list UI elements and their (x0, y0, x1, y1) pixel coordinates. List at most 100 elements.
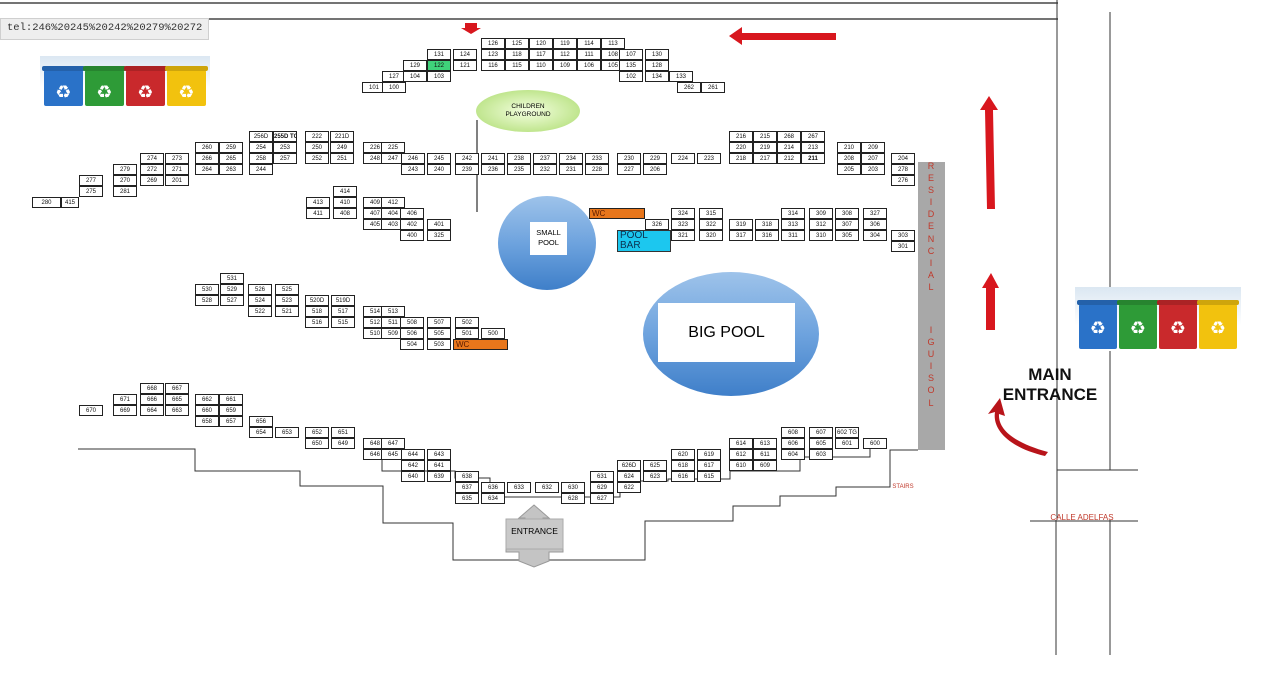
parking-spot: 641 (427, 460, 451, 471)
parking-spot: 220 (729, 142, 753, 153)
parking-spot: 301 (891, 241, 915, 252)
parking-spot: 242 (455, 153, 479, 164)
recycling-bins-right: ♻♻♻♻ (1075, 287, 1241, 351)
parking-spot: 276 (891, 175, 915, 186)
parking-spot: 201 (165, 175, 189, 186)
parking-spot: 624 (617, 471, 641, 482)
up-arrow-icon-1 (980, 96, 998, 209)
parking-spot: 322 (699, 219, 723, 230)
main-entrance-label: MAIN ENTRANCE (1002, 365, 1098, 404)
parking-spot: 112 (553, 49, 577, 60)
parking-spot: 268 (777, 131, 801, 142)
parking-spot: 213 (801, 142, 825, 153)
parking-spot: 311 (781, 230, 805, 241)
parking-spot: 612 (729, 449, 753, 460)
parking-spot: 654 (249, 427, 273, 438)
parking-spot: 114 (577, 38, 601, 49)
parking-spot: 250 (305, 142, 329, 153)
parking-spot: 635 (455, 493, 479, 504)
parking-spot: 670 (79, 405, 103, 416)
parking-spot: 106 (577, 60, 601, 71)
parking-spot: 207 (861, 153, 885, 164)
parking-spot: 618 (671, 460, 695, 471)
parking-spot: 324 (671, 208, 695, 219)
recycle-bin: ♻ (1199, 303, 1237, 349)
parking-spot: 400 (400, 230, 424, 241)
parking-spot: 109 (553, 60, 577, 71)
parking-spot: 605 (809, 438, 833, 449)
parking-spot: 320 (699, 230, 723, 241)
parking-spot: 611 (753, 449, 777, 460)
parking-spot: 275 (79, 186, 103, 197)
parking-spot: 502 (455, 317, 479, 328)
parking-spot: 100 (382, 82, 406, 93)
parking-spot: 515 (331, 317, 355, 328)
parking-spot: 412 (381, 197, 405, 208)
parking-spot: 113 (601, 38, 625, 49)
parking-spot: 631 (590, 471, 614, 482)
recycle-icon: ♻ (1169, 318, 1187, 340)
parking-spot: 233 (585, 153, 609, 164)
recycling-bins-top: ♻♻♻♻ (40, 56, 210, 108)
parking-spot: 505 (427, 328, 451, 339)
parking-spot: 410 (333, 197, 357, 208)
parking-spot: 314 (781, 208, 805, 219)
parking-spot: 209 (861, 142, 885, 153)
parking-spot: 508 (400, 317, 424, 328)
parking-spot: 629 (590, 482, 614, 493)
parking-spot: 530 (195, 284, 219, 295)
parking-spot: 210 (837, 142, 861, 153)
parking-spot: 239 (455, 164, 479, 175)
parking-spot: 503 (427, 339, 451, 350)
parking-spot: 274 (140, 153, 164, 164)
parking-spot: 122 (427, 60, 451, 71)
recycle-bin: ♻ (1079, 303, 1117, 349)
parking-spot: 237 (533, 153, 557, 164)
parking-spot: 124 (453, 49, 477, 60)
parking-spot: 102 (619, 71, 643, 82)
entrance-label: ENTRANCE (511, 526, 558, 536)
recycle-bin: ♻ (126, 70, 165, 106)
street-label: CALLE ADELFAS (1050, 513, 1114, 522)
parking-spot: 526 (248, 284, 272, 295)
parking-spot: 135 (619, 60, 643, 71)
parking-spot: 264 (195, 164, 219, 175)
parking-spot: 406 (400, 208, 424, 219)
parking-spot: 312 (809, 219, 833, 230)
parking-spot: 227 (617, 164, 641, 175)
parking-spot: 244 (249, 164, 273, 175)
pool-bar: POOL BAR (617, 230, 671, 252)
parking-spot: 212 (777, 153, 801, 164)
parking-spot: 116 (481, 60, 505, 71)
parking-spot: 265 (219, 153, 243, 164)
parking-spot: 323 (671, 219, 695, 230)
parking-spot: 622 (617, 482, 641, 493)
parking-spot: 104 (403, 71, 427, 82)
parking-spot: 133 (669, 71, 693, 82)
parking-spot: 235 (507, 164, 531, 175)
parking-spot: 270 (113, 175, 137, 186)
parking-spot: 516 (305, 317, 329, 328)
parking-spot: 627 (590, 493, 614, 504)
parking-spot: 651 (331, 427, 355, 438)
parking-spot: 214 (777, 142, 801, 153)
parking-spot: 281 (113, 186, 137, 197)
parking-spot: 262 (677, 82, 701, 93)
parking-spot: 520D (305, 295, 329, 306)
parking-spot: 203 (861, 164, 885, 175)
parking-spot: 500 (481, 328, 505, 339)
parking-spot: 525 (275, 284, 299, 295)
parking-spot: 103 (427, 71, 451, 82)
parking-spot: 408 (333, 208, 357, 219)
parking-spot: 131 (427, 49, 451, 60)
parking-spot: 245 (427, 153, 451, 164)
parking-spot: 401 (427, 219, 451, 230)
recycle-bin: ♻ (44, 70, 83, 106)
parking-spot: 261 (701, 82, 725, 93)
parking-spot: 111 (577, 49, 601, 60)
parking-spot: 224 (671, 153, 695, 164)
parking-spot: 259 (219, 142, 243, 153)
recycle-bin: ♻ (1119, 303, 1157, 349)
parking-spot: 327 (863, 208, 887, 219)
